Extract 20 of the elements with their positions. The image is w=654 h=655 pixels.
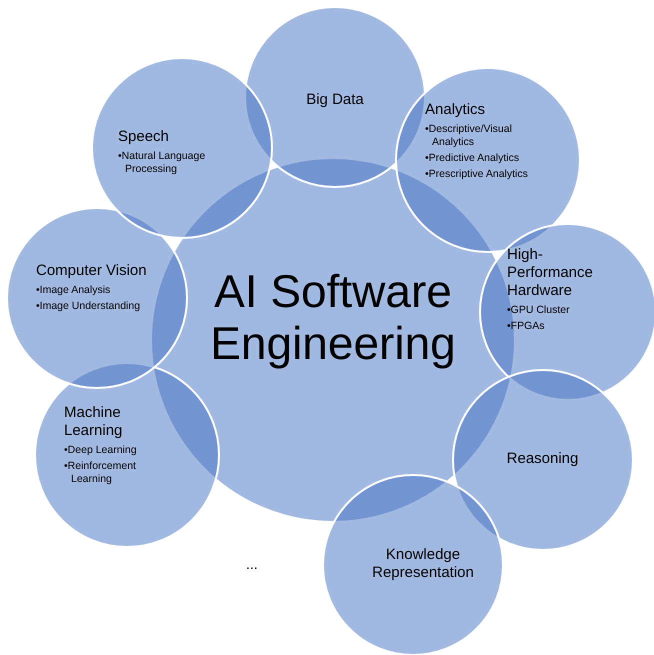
bullet-item: •FPGAs bbox=[507, 320, 546, 333]
topic-heading: Analytics bbox=[425, 101, 486, 119]
topic-heading: Reasoning bbox=[506, 450, 580, 468]
bullet-item: •Deep Learning bbox=[64, 444, 138, 457]
bullet-item: •Descriptive/Visual Analytics bbox=[425, 123, 513, 149]
topic-heading: High-Performance Hardware bbox=[507, 246, 594, 300]
topic-heading: Machine Learning bbox=[64, 404, 124, 440]
ellipsis-text: ... bbox=[246, 556, 258, 572]
bullet-item: •GPU Cluster bbox=[507, 304, 571, 317]
bullet-item: •Predictive Analytics bbox=[425, 152, 520, 165]
topic-heading: Knowledge Representation bbox=[371, 546, 475, 582]
topic-heading: Speech bbox=[118, 128, 170, 146]
bullet-item: •Reinforcement Learning bbox=[64, 460, 137, 486]
center-title: AI Software Engineering bbox=[209, 265, 457, 369]
topic-heading: Computer Vision bbox=[36, 262, 148, 280]
topic-heading: Big Data bbox=[305, 91, 365, 109]
bullet-item: •Image Understanding bbox=[36, 300, 142, 313]
bullet-item: •Image Analysis bbox=[36, 284, 112, 297]
bullet-item: •Prescriptive Analytics bbox=[425, 168, 529, 181]
bullet-item: •Natural Language Processing bbox=[118, 150, 206, 176]
